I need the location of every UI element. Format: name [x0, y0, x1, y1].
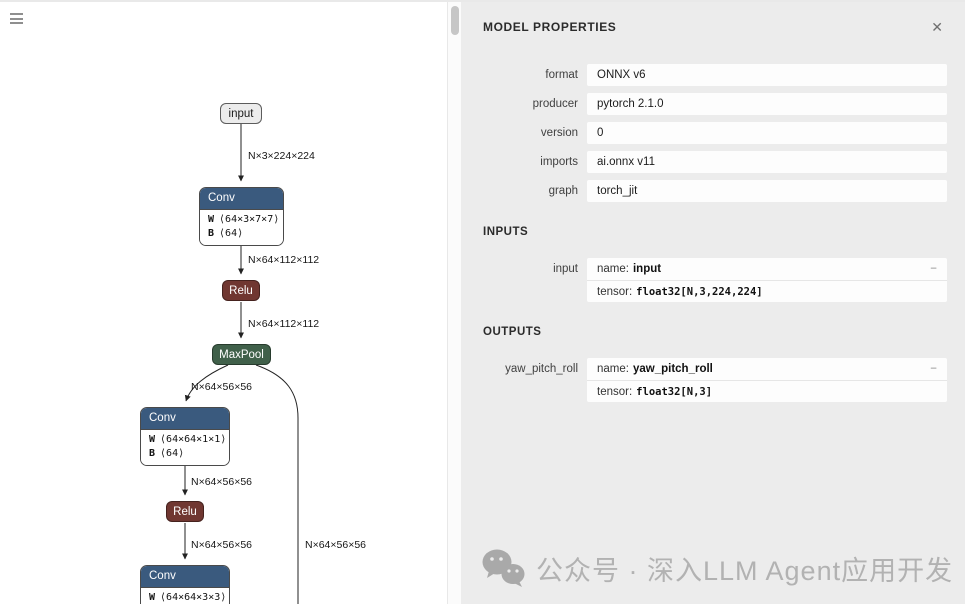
tensor-key: tensor:	[597, 286, 633, 298]
graph-scrollbar-thumb[interactable]	[451, 6, 459, 35]
property-label: version	[540, 127, 578, 139]
name-key: name:	[597, 363, 629, 375]
model-properties-panel: MODEL PROPERTIES ✕ format ONNX v6 produc…	[461, 2, 965, 604]
property-row-version: version 0	[483, 122, 947, 144]
tensor-shape-label: N×64×56×56	[191, 539, 252, 551]
tensor-shape-label: N×64×112×112	[248, 318, 319, 330]
graph-node-conv2[interactable]: Conv W ⟨64×64×1×1⟩ B ⟨64⟩	[140, 407, 230, 466]
property-row-graph: graph torch_jit	[483, 180, 947, 202]
io-label: input	[553, 263, 578, 275]
watermark-text: 公众号 · 深入LLM Agent应用开发	[536, 555, 954, 586]
tensor-shape-label: N×64×112×112	[248, 254, 319, 266]
collapse-icon[interactable]: −	[930, 363, 937, 375]
name-key: name:	[597, 263, 629, 275]
io-label: yaw_pitch_roll	[505, 363, 578, 375]
io-tensor-value: float32[N,3]	[636, 386, 713, 398]
wechat-icon	[482, 549, 525, 587]
graph-edges: N×3×224×224 N×64×112×112 N×64×112×112 N×…	[181, 124, 366, 604]
property-label: imports	[540, 156, 578, 168]
edge-maxpool-conv2	[184, 364, 229, 402]
tensor-shape-label: N×64×56×56	[305, 539, 366, 551]
property-row-producer: producer pytorch 2.1.0	[483, 93, 947, 115]
tensor-shape-label: N×64×56×56	[191, 476, 252, 488]
param-name: W	[208, 214, 215, 225]
property-label: graph	[548, 185, 578, 197]
io-name-value: input	[632, 263, 662, 275]
param-name: W	[149, 592, 156, 603]
node-title: Conv	[141, 566, 229, 587]
hamburger-menu-icon[interactable]	[10, 13, 23, 25]
io-detail-box: name:input − tensor:float32[N,3,224,224]	[587, 258, 947, 302]
graph-canvas[interactable]: N×3×224×224 N×64×112×112 N×64×112×112 N×…	[0, 2, 447, 604]
io-name-value: yaw_pitch_roll	[632, 363, 713, 375]
property-label: producer	[532, 98, 578, 110]
collapse-icon[interactable]: −	[930, 263, 937, 275]
graph-node-maxpool[interactable]: MaxPool	[212, 344, 271, 365]
watermark: 公众号 · 深入LLM Agent应用开发	[481, 546, 953, 590]
io-tensor-value: float32[N,3,224,224]	[636, 286, 763, 298]
property-label: format	[545, 69, 578, 81]
param-shape: ⟨64×64×3×3⟩	[160, 592, 227, 603]
graph-node-relu2[interactable]: Relu	[166, 501, 204, 522]
inputs-section-header: INPUTS	[483, 226, 529, 238]
panel-title: MODEL PROPERTIES	[483, 20, 617, 34]
graph-node-input[interactable]: input	[220, 103, 262, 124]
param-name: B	[208, 227, 215, 239]
outputs-section-header: OUTPUTS	[483, 326, 542, 338]
close-icon[interactable]: ✕	[931, 19, 943, 35]
graph-node-conv1[interactable]: Conv W ⟨64×3×7×7⟩ B ⟨64⟩	[199, 187, 284, 246]
io-detail-box: name:yaw_pitch_roll − tensor:float32[N,3…	[587, 358, 947, 402]
graph-node-conv3[interactable]: Conv W⟨64×64×3×3⟩ B⟨64⟩	[140, 565, 230, 604]
property-row-format: format ONNX v6	[483, 64, 947, 86]
param-name: B	[149, 447, 156, 459]
output-item-yaw-pitch-roll: yaw_pitch_roll name:yaw_pitch_roll − ten…	[483, 358, 947, 402]
property-value: 0	[587, 122, 947, 144]
node-title: Conv	[141, 408, 229, 429]
graph-node-relu1[interactable]: Relu	[222, 280, 260, 301]
tensor-shape-label: N×3×224×224	[248, 150, 315, 162]
param-shape: ⟨64×3×7×7⟩	[219, 214, 280, 225]
input-item-input: input name:input − tensor:float32[N,3,22…	[483, 258, 947, 302]
param-shape: ⟨64⟩	[219, 227, 244, 239]
param-shape: ⟨64×64×1×1⟩	[160, 434, 227, 445]
model-properties-list: format ONNX v6 producer pytorch 2.1.0 ve…	[483, 64, 947, 202]
property-value: ONNX v6	[587, 64, 947, 86]
graph-scrollbar-track[interactable]	[447, 2, 461, 604]
param-name: W	[149, 434, 156, 445]
property-value: ai.onnx v11	[587, 151, 947, 173]
tensor-key: tensor:	[597, 386, 633, 398]
node-title: Conv	[200, 188, 283, 209]
property-value: pytorch 2.1.0	[587, 93, 947, 115]
property-value: torch_jit	[587, 180, 947, 202]
property-row-imports: imports ai.onnx v11	[483, 151, 947, 173]
edge-maxpool-skip	[255, 364, 299, 604]
param-shape: ⟨64⟩	[160, 447, 185, 459]
tensor-shape-label: N×64×56×56	[191, 381, 252, 393]
